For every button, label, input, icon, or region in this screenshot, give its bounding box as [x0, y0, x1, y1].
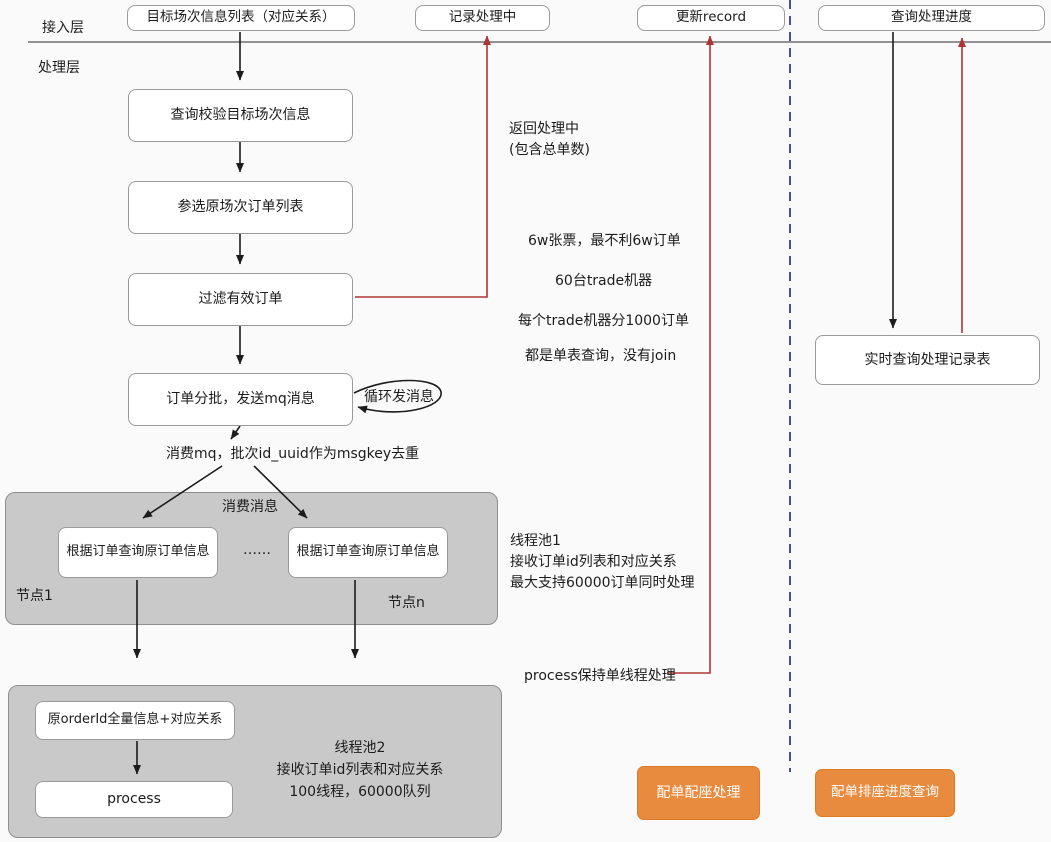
node-select-original-orders: 参选原场次订单列表 [128, 181, 353, 234]
thread-pool2-note: 线程池2 接收订单id列表和对应关系 100线程，60000队列 [252, 737, 468, 803]
node-query-original-order-right: 根据订单查询原订单信息 [288, 527, 448, 578]
return-processing-line1: 返回处理中 [509, 121, 579, 137]
consume-group-title: 消费消息 [222, 499, 278, 515]
node-target-session-list: 目标场次信息列表（对应关系） [127, 5, 355, 31]
per-machine-note: 每个trade机器分1000订单 [518, 313, 689, 329]
node-update-record: 更新record [637, 5, 785, 31]
thread-pool1-line2: 接收订单id列表和对应关系 [510, 554, 677, 570]
thread-pool1-line1: 线程池1 [510, 533, 561, 549]
thread-pool2-line3: 100线程，60000队列 [289, 784, 431, 800]
thread-pool2-line2: 接收订单id列表和对应关系 [276, 762, 444, 778]
node-batch-send-mq: 订单分批，发送mq消息 [128, 373, 353, 426]
ellipsis-note: …… [243, 542, 271, 558]
single-table-note: 都是单表查询，没有join [525, 348, 677, 364]
node-query-progress: 查询处理进度 [818, 5, 1045, 31]
return-processing-line2: (包含总单数) [509, 142, 590, 158]
node-query-original-order-left: 根据订单查询原订单信息 [58, 527, 218, 578]
node1-label: 节点1 [16, 588, 53, 604]
process-single-thread-note: process保持单线程处理 [524, 668, 676, 684]
loop-send-note: 循环发消息 [364, 389, 434, 405]
node-filter-valid-orders: 过滤有效订单 [128, 273, 353, 326]
thread-pool1-note: 线程池1 接收订单id列表和对应关系 最大支持60000订单同时处理 [510, 531, 695, 594]
thread-pool2-line1: 线程池2 [334, 740, 386, 756]
node-original-orderid-info: 原orderId全量信息+对应关系 [35, 701, 235, 740]
return-processing-note: 返回处理中 (包含总单数) [509, 119, 590, 161]
noden-label: 节点n [388, 595, 425, 611]
thread-pool1-line3: 最大支持60000订单同时处理 [510, 575, 695, 591]
machines-note: 60台trade机器 [555, 273, 653, 289]
node-record-processing: 记录处理中 [415, 5, 550, 31]
node-seat-assignment-process: 配单配座处理 [637, 766, 760, 820]
tickets-note: 6w张票，最不利6w订单 [528, 233, 681, 249]
node-verify-session-info: 查询校验目标场次信息 [128, 89, 353, 142]
access-layer-label: 接入层 [42, 20, 84, 36]
node-realtime-query-record-table: 实时查询处理记录表 [815, 335, 1040, 385]
consume-mq-note: 消费mq，批次id_uuid作为msgkey去重 [166, 446, 420, 462]
node-process: process [35, 781, 233, 818]
node-seat-assignment-progress-query: 配单排座进度查询 [815, 769, 955, 817]
process-layer-label: 处理层 [38, 60, 80, 76]
